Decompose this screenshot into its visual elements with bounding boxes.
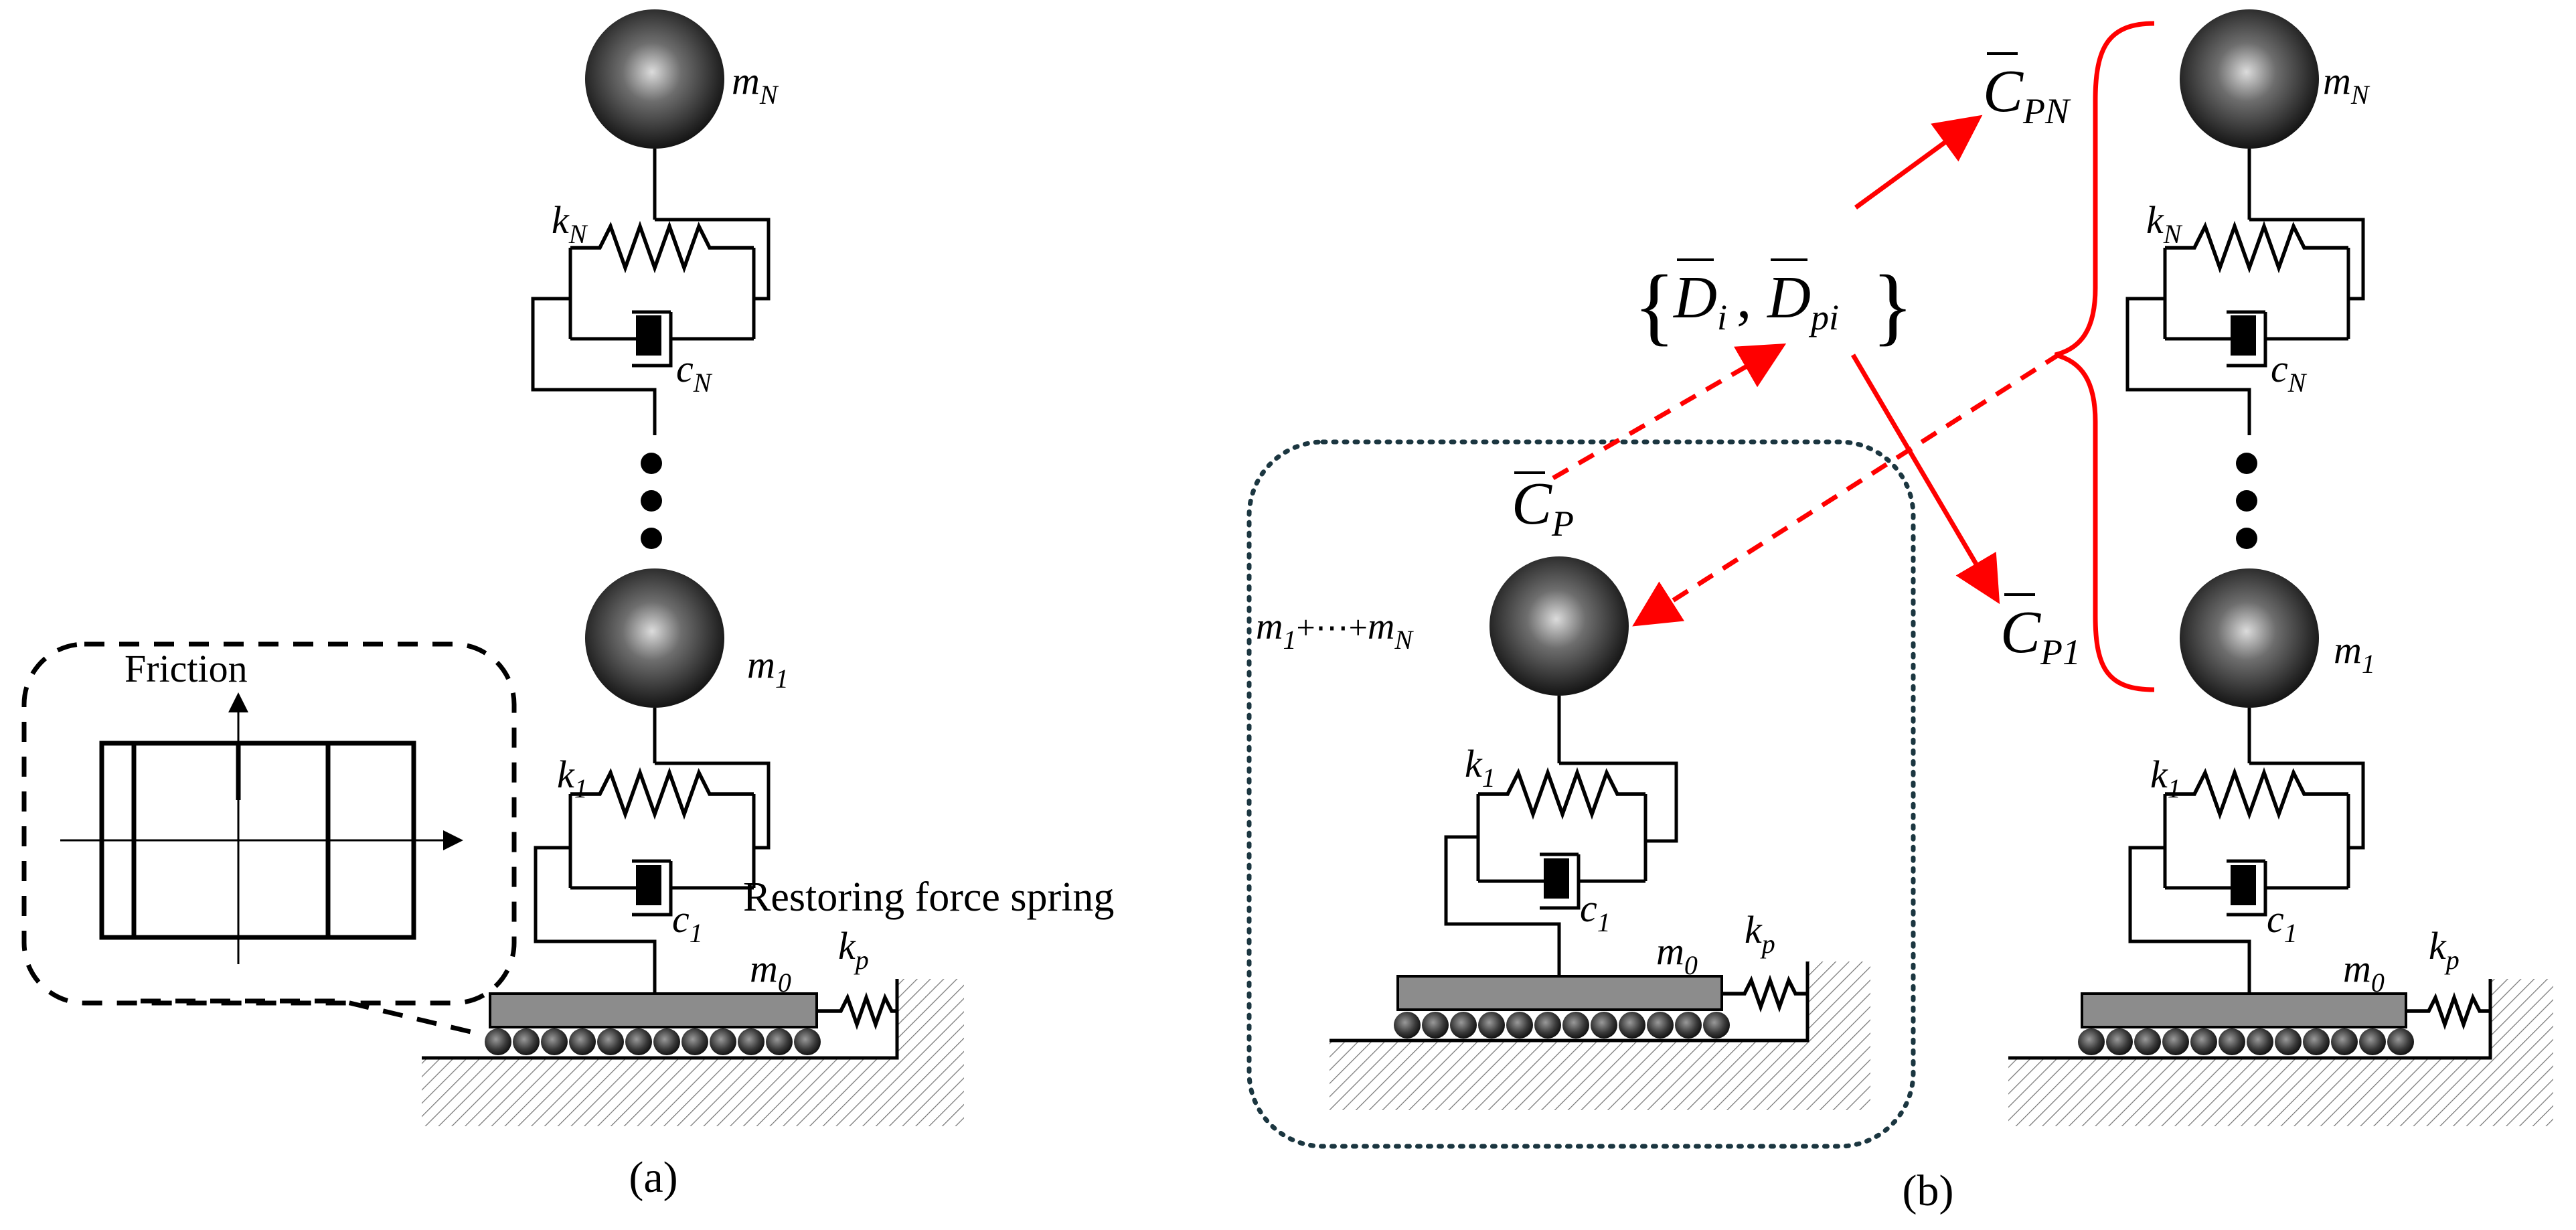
full-kp-label: kp [2429, 924, 2460, 975]
full-spring-n-label: kN [2146, 198, 2183, 249]
full-spring-damper-n: kN cN [2125, 198, 2365, 435]
svg-text:}: } [1872, 258, 1913, 354]
damper-1-label: c1 [672, 897, 703, 948]
cp-label: CP [1512, 471, 1574, 544]
reduced-kp-label: kp [1745, 908, 1775, 959]
full-base-label: m0 [2343, 947, 2385, 998]
svg-text:CPN: CPN [1983, 58, 2071, 131]
arrow-to-cp1 [1850, 354, 2000, 605]
ellipsis-dot [2236, 453, 2257, 474]
cp1-label: CP1 [2000, 593, 2081, 672]
svg-text:,: , [1737, 264, 1752, 331]
damper-n-label: cN [676, 347, 713, 398]
reduced-wall-hatch [1807, 962, 1870, 1042]
restoring-spring: kp [817, 924, 897, 1030]
reduced-spring-damper: k1 c1 [1444, 742, 1678, 979]
cpn-label: CPN [1983, 52, 2071, 131]
base-mass-plate [489, 992, 818, 1028]
mass-1-label: m1 [747, 643, 789, 694]
reduced-roller-bearings [1394, 1012, 1730, 1039]
full-roller-bearings [2078, 1028, 2414, 1055]
mass-n-label: mN [732, 59, 779, 110]
spring-n-label: kN [552, 198, 588, 249]
spring-damper-1: k1 c1 [534, 753, 771, 995]
reduced-ground-hatch [1330, 1041, 1870, 1110]
full-mass-n-sphere [2180, 9, 2319, 149]
panel-b: CP m1+⋯+mN k1 c1 m0 [1246, 9, 2553, 1215]
ellipsis-dot [641, 453, 662, 474]
caption-a: (a) [629, 1153, 677, 1202]
mass-1-sphere [585, 568, 724, 708]
full-base-plate [2081, 992, 2407, 1028]
ellipsis-dot [2236, 490, 2257, 512]
full-mass-1-sphere [2180, 568, 2319, 708]
full-mass-n-label: mN [2323, 59, 2370, 110]
full-spring-1-label: k1 [2150, 753, 2181, 803]
base-mass-label: m0 [750, 947, 791, 998]
svg-text:Di: Di [1672, 264, 1727, 337]
lumped-mass-label: m1+⋯+mN [1256, 606, 1414, 655]
wall-hatch [897, 979, 964, 1059]
lumped-mass-sphere [1490, 556, 1629, 696]
red-arrows [1552, 21, 2155, 692]
reduced-base-plate [1396, 975, 1723, 1011]
friction-callout: Friction [21, 641, 517, 1037]
reduced-base-label: m0 [1656, 929, 1698, 980]
arrow-brace-to-mass [1632, 352, 2062, 627]
svg-text:CP: CP [1512, 471, 1574, 544]
svg-text:Dpi: Dpi [1766, 264, 1839, 337]
panel-a: mN kN cN m1 [21, 9, 1114, 1202]
full-damper-1-label: c1 [2267, 897, 2298, 948]
mode-set-label: { Di , Dpi } [1633, 258, 1913, 354]
full-spring-damper-1: k1 c1 [2128, 753, 2365, 995]
spring-1-label: k1 [557, 753, 588, 803]
full-mass-1-label: m1 [2334, 628, 2375, 679]
caption-b: (b) [1903, 1166, 1954, 1215]
full-wall-hatch [2490, 979, 2553, 1059]
ellipsis-dot [641, 528, 662, 549]
reduced-spring-label: k1 [1465, 742, 1496, 793]
ground-hatch [422, 1058, 964, 1126]
red-brace [2055, 21, 2155, 692]
ellipsis-dot [641, 490, 662, 512]
mass-n-sphere [585, 9, 724, 149]
arrow-to-cpn [1854, 114, 1983, 210]
restoring-force-label: Restoring force spring [743, 874, 1114, 920]
reduced-model-frame [1246, 439, 1916, 1149]
full-damper-n-label: cN [2271, 347, 2308, 398]
spring-damper-n: kN cN [531, 198, 771, 435]
svg-text:CP1: CP1 [2000, 599, 2081, 672]
roller-bearings [485, 1028, 821, 1055]
full-ground-hatch [2008, 1058, 2553, 1126]
reduced-damper-label: c1 [1580, 887, 1611, 937]
svg-text:{: { [1633, 258, 1675, 354]
ellipsis-dot [2236, 528, 2257, 549]
restoring-spring-label: kp [838, 924, 869, 975]
arrow-cp-to-set [1552, 343, 1787, 481]
friction-loop [99, 741, 416, 940]
friction-label: Friction [125, 647, 248, 690]
